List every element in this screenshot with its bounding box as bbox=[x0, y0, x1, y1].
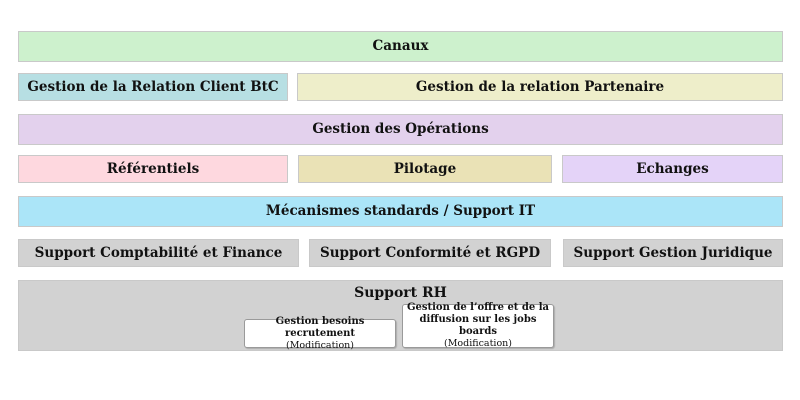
subblock-gestion-offre-jobs-boards: Gestion de l’offre et de la diffusion su… bbox=[402, 302, 554, 350]
block-support-comptabilite-finance: Support Comptabilité et Finance bbox=[18, 239, 299, 267]
subblock-title: Gestion de l’offre et de la diffusion su… bbox=[406, 302, 550, 338]
block-gestion-relation-partenaire: Gestion de la relation Partenaire bbox=[297, 73, 783, 101]
subblock-modification-tag: (Modification) bbox=[286, 339, 354, 351]
block-referentiels: Référentiels bbox=[18, 155, 288, 183]
block-support-conformite-rgpd: Support Conformité et RGPD bbox=[309, 239, 551, 267]
block-echanges: Echanges bbox=[562, 155, 783, 183]
block-support-rh-label: Support RH bbox=[354, 285, 447, 301]
block-canaux: Canaux bbox=[18, 31, 783, 62]
block-support-gestion-juridique: Support Gestion Juridique bbox=[563, 239, 783, 267]
block-mecanismes-standards-support-it: Mécanismes standards / Support IT bbox=[18, 196, 783, 227]
subblock-title: Gestion besoins recrutement bbox=[275, 315, 365, 339]
block-gestion-relation-client-btc: Gestion de la Relation Client BtC bbox=[18, 73, 288, 101]
block-pilotage: Pilotage bbox=[298, 155, 552, 183]
subblock-modification-tag: (Modification) bbox=[444, 338, 512, 350]
subblock-gestion-besoins-recrutement: Gestion besoins recrutement (Modificatio… bbox=[244, 315, 396, 351]
block-support-rh: Support RH Gestion besoins recrutement (… bbox=[18, 280, 783, 351]
block-gestion-des-operations: Gestion des Opérations bbox=[18, 114, 783, 145]
